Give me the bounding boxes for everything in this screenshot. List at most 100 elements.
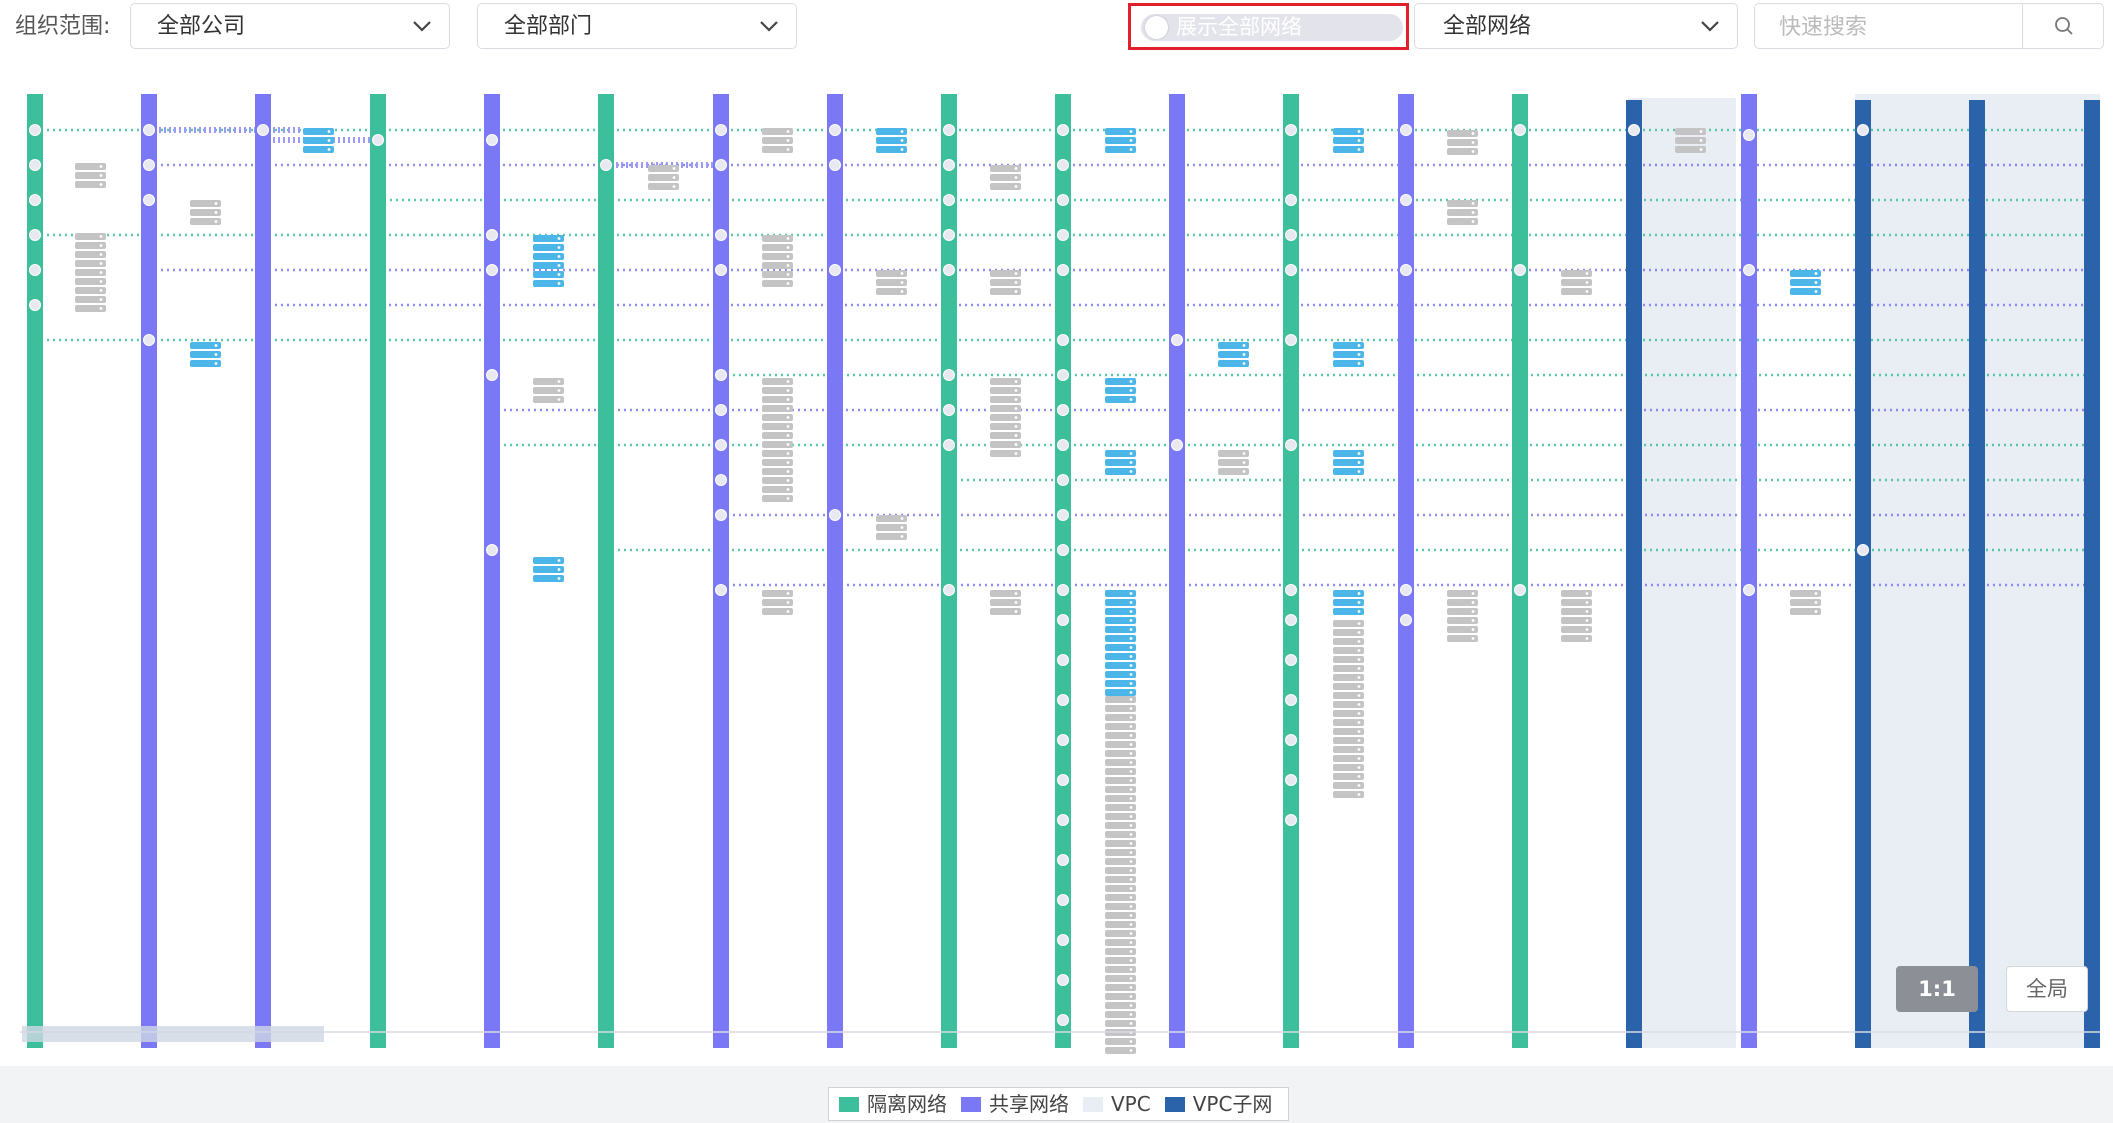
show-all-networks-toggle[interactable]: 展示全部网络 [1141,14,1403,41]
server-icon [1333,620,1364,627]
server-led [786,470,790,473]
server-led [786,389,790,392]
network-node [1743,584,1755,596]
search-input[interactable] [1777,12,2021,42]
server-icon [762,244,793,251]
server-icon [762,423,793,430]
server-icon [1105,608,1136,615]
show-all-networks-highlight: 展示全部网络 [1128,3,1409,50]
network-node [829,509,841,521]
server-icon [1333,360,1364,367]
network-node [1057,974,1069,986]
server-icon [762,432,793,439]
server-led [1357,757,1361,760]
server-led [99,271,103,274]
network-topology-canvas[interactable] [0,60,2113,1066]
server-led [786,282,790,285]
server-icon [1105,732,1136,739]
server-led [1242,461,1246,464]
server-icon [762,405,793,412]
server-icon [1561,608,1592,615]
server-icon [1447,130,1478,137]
server-led [1129,470,1133,473]
server-icon [1333,146,1364,153]
network-node [1057,369,1069,381]
server-led [1129,1013,1133,1016]
network-bar-vpc-subnet [2084,100,2100,1048]
network-bar-vpc-subnet [1855,100,1871,1048]
network-node [29,264,41,276]
server-led [786,610,790,613]
company-select[interactable]: 全部公司 [130,3,450,49]
server-led [1242,353,1246,356]
server-led [557,389,561,392]
server-icon [1675,128,1706,135]
network-node [29,194,41,206]
legend-label: 共享网络 [989,1092,1069,1116]
server-icon [1105,804,1136,811]
server-led [1357,139,1361,142]
server-led [214,344,218,347]
server-led [1129,601,1133,604]
org-scope-label: 组织范围: [15,14,111,39]
network-node [1057,194,1069,206]
server-led [1129,977,1133,980]
server-icon [75,251,106,258]
server-icon [1105,662,1136,669]
server-led [1129,461,1133,464]
legend-item-shared[interactable]: 共享网络 [961,1092,1069,1116]
server-icon [762,599,793,606]
server-icon [1333,351,1364,358]
server-led [1357,748,1361,751]
toggle-knob [1145,16,1168,39]
server-led [1357,130,1361,133]
server-led [900,535,904,538]
server-led [786,443,790,446]
server-led [786,380,790,383]
server-led [1814,592,1818,595]
server-icon [1561,617,1592,624]
server-led [1357,148,1361,151]
server-icon [1105,894,1136,901]
network-node [715,439,727,451]
server-led [1129,860,1133,863]
server-led [1471,592,1475,595]
server-led [1129,833,1133,836]
server-icon [1105,128,1136,135]
server-led [900,148,904,151]
server-icon [1105,1020,1136,1027]
legend-item-vpc-subnet[interactable]: VPC子网 [1164,1092,1272,1116]
server-icon [1105,617,1136,624]
legend-item-isolated[interactable]: 隔离网络 [839,1092,947,1116]
server-led [557,273,561,276]
server-led [1129,824,1133,827]
server-icon [990,450,1021,457]
search-button[interactable] [2022,4,2103,48]
server-led [672,185,676,188]
server-icon [190,351,221,358]
network-bar-shared [1169,94,1185,1048]
network-node [943,584,955,596]
legend-item-vpc[interactable]: VPC [1083,1092,1151,1116]
network-select[interactable]: 全部网络 [1414,3,1738,49]
server-icon [75,233,106,240]
network-bar-shared [827,94,843,1048]
network-node [1057,1014,1069,1026]
server-led [1014,281,1018,284]
server-led [1242,452,1246,455]
server-icon [1333,755,1364,762]
server-led [1129,707,1133,710]
server-icon [1790,270,1821,277]
network-node [1285,774,1297,786]
server-icon [1105,459,1136,466]
server-led [1585,281,1589,284]
network-node [1857,124,1869,136]
zoom-actual-size-button[interactable]: 1:1 [1896,966,1978,1012]
department-select[interactable]: 全部部门 [477,3,797,49]
server-icon [762,450,793,457]
network-node [29,124,41,136]
zoom-fit-button[interactable]: 全局 [2006,966,2088,1012]
server-icon [75,242,106,249]
server-led [1129,761,1133,764]
server-icon [1790,279,1821,286]
